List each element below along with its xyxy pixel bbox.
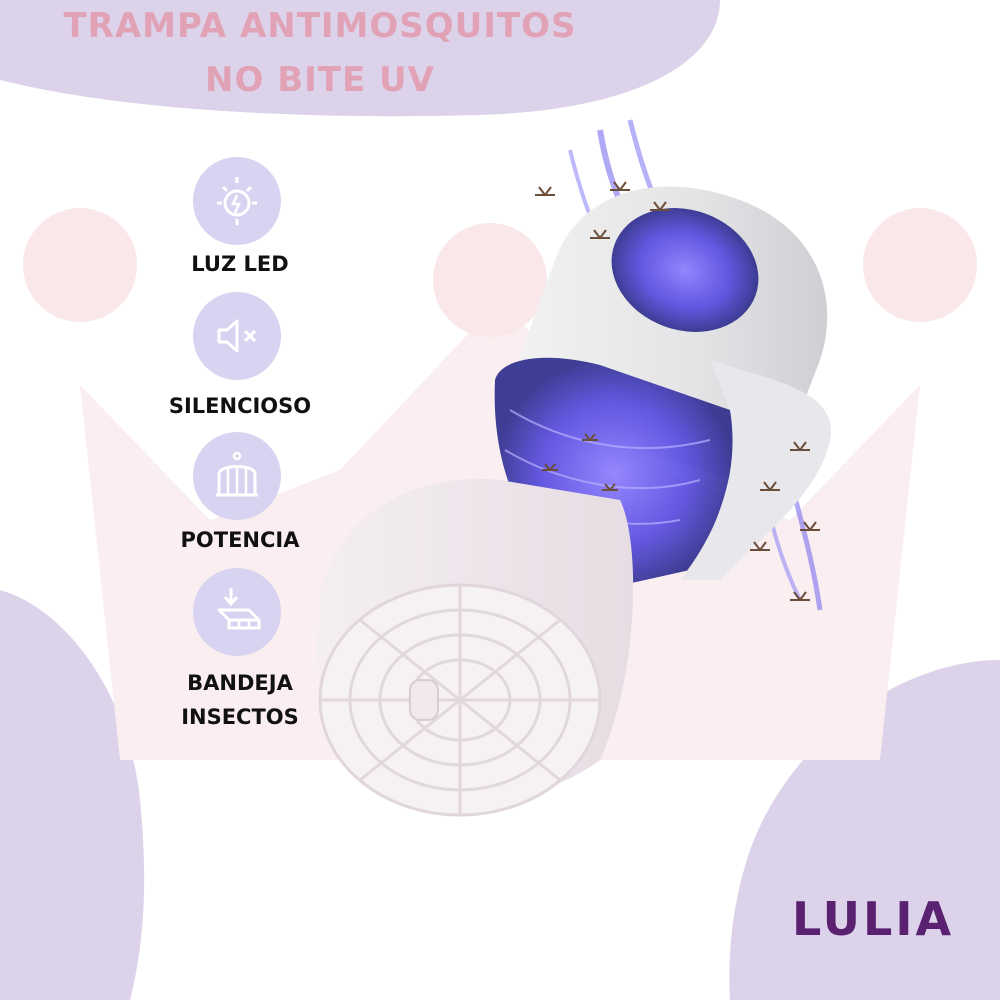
feature-label-bandeja: BANDEJA: [187, 671, 293, 695]
light-bulb-icon: [193, 157, 281, 245]
tray-handle: [409, 679, 439, 721]
tray-icon: [193, 568, 281, 656]
trap-body: [680, 360, 831, 580]
feature-label-silencioso: SILENCIOSO: [168, 394, 312, 418]
feature-label-potencia: POTENCIA: [180, 528, 300, 552]
feature-label-insectos: INSECTOS: [181, 705, 299, 729]
tray-grille-slots: [320, 585, 600, 815]
crown-left-circle: [23, 208, 137, 322]
cage-icon: [193, 432, 281, 520]
right-lavender-blob: [729, 660, 1000, 1000]
crown-right-circle: [863, 208, 977, 322]
brand-logo: LULIA: [792, 892, 955, 946]
mosquito-trap-image: [317, 119, 831, 817]
feature-label-luz-led: LUZ LED: [191, 252, 289, 276]
mosquitoes: [535, 181, 820, 601]
uv-top-window: [611, 208, 759, 332]
speaker-mute-icon: [193, 292, 281, 380]
crown-center-circle: [433, 223, 547, 337]
title-line-1: TRAMPA ANTIMOSQUITOS: [63, 6, 577, 46]
top-lavender-blob: [0, 0, 720, 117]
title-line-2: NO BITE UV: [205, 60, 435, 100]
left-lavender-blob: [0, 590, 145, 1000]
